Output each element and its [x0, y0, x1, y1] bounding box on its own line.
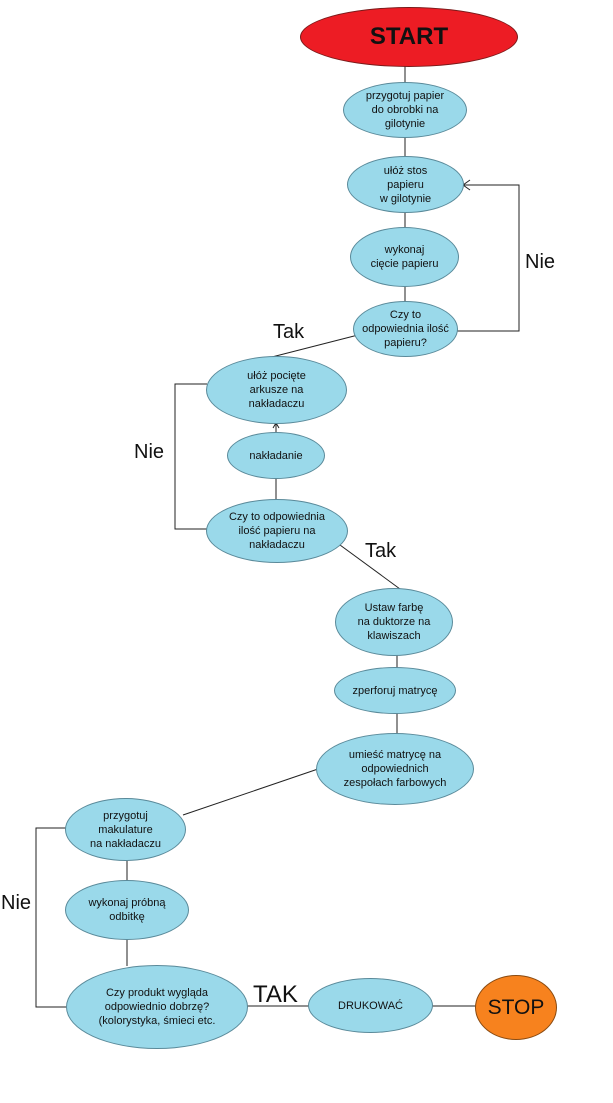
- label-no-1: Nie: [525, 251, 556, 273]
- place-sheets-node: ułóż pocięte arkusze na nakładaczu: [206, 356, 347, 424]
- edge-yes-to-place: [267, 334, 359, 359]
- print-node: DRUKOWAĆ: [308, 978, 433, 1033]
- label-yes-2: Tak: [365, 540, 397, 562]
- prepare-waste-node: przygotuj makulature na nakładaczu: [65, 798, 186, 861]
- edge-no-loop-2: [174, 383, 208, 530]
- label-yes-1: Tak: [273, 321, 305, 343]
- label-no-2: Nie: [134, 441, 165, 463]
- loading-node: nakładanie: [227, 432, 325, 479]
- stop-node: STOP: [475, 975, 557, 1040]
- stack-paper-node: ułóż stos papieru w gilotynie: [347, 156, 464, 213]
- perforate-plate-node: zperforuj matrycę: [334, 667, 456, 714]
- edge-no-loop-3: [35, 827, 68, 1008]
- start-node: START: [300, 7, 518, 67]
- mount-plate-node: umieść matrycę na odpowiednich zespołach…: [316, 733, 474, 805]
- label-yes-3: TAK: [253, 981, 298, 1008]
- set-ink-node: Ustaw farbę na duktorze na klawiszach: [335, 588, 453, 656]
- edge-yes-to-ink: [339, 544, 401, 590]
- edge-no-loop-1: [457, 184, 520, 332]
- check-quality-node: Czy produkt wygląda odpowiednio dobrzę? …: [66, 965, 248, 1049]
- label-no-3: Nie: [1, 892, 32, 914]
- check-feeder-quantity-node: Czy to odpowiednia ilość papieru na nakł…: [206, 499, 348, 563]
- proof-print-node: wykonaj próbną odbitkę: [65, 880, 189, 940]
- cut-paper-node: wykonaj cięcie papieru: [350, 227, 459, 287]
- prepare-paper-node: przygotuj papier do obrobki na gilotynie: [343, 82, 467, 138]
- edge-mount-waste: [182, 768, 319, 816]
- check-paper-quantity-node: Czy to odpowiednia ilość papieru?: [353, 301, 458, 357]
